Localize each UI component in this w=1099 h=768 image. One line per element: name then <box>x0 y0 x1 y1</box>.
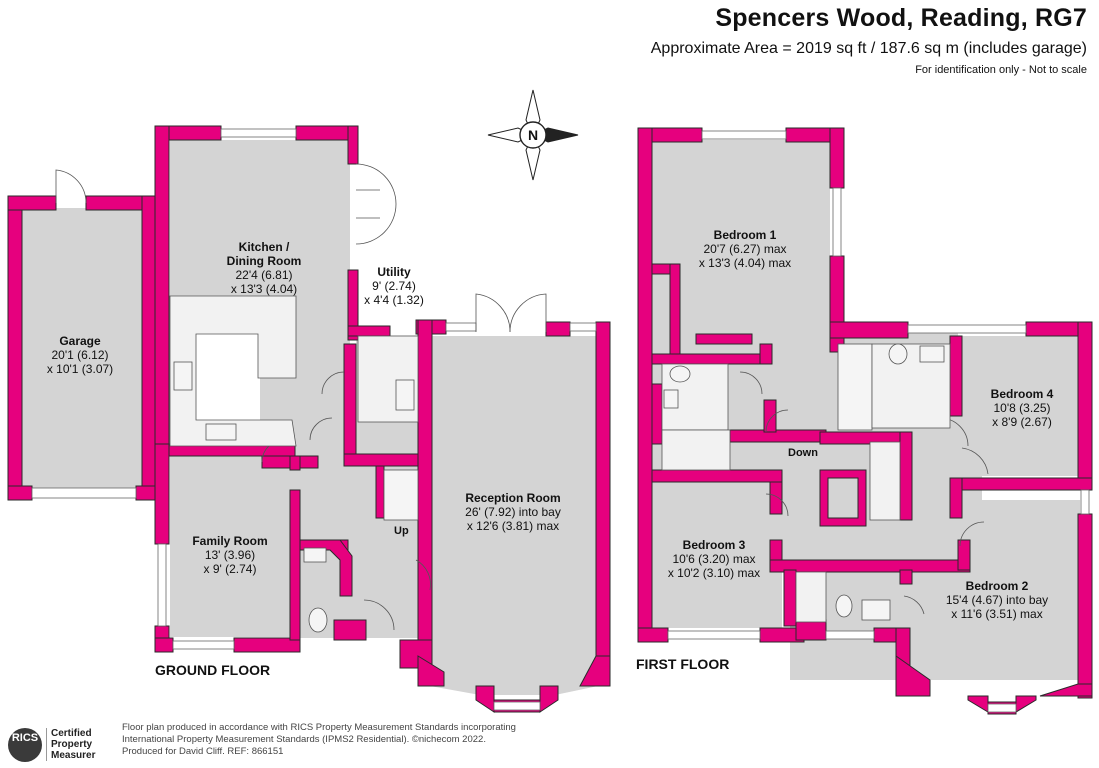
room-label-reception: Reception Room 26' (7.92) into bay x 12'… <box>465 491 561 533</box>
reception-dim2: x 12'6 (3.81) max <box>467 519 559 533</box>
reception-name: Reception Room <box>465 491 560 505</box>
rics-logo: RICS <box>8 728 42 762</box>
bed2-dim1: 15'4 (4.67) into bay <box>946 593 1048 607</box>
garage-name: Garage <box>59 334 101 348</box>
footer-line-3: Produced for David Cliff. REF: 866151 <box>122 746 284 757</box>
ground-floor-windows <box>31 128 597 711</box>
footer-line-1: Floor plan produced in accordance with R… <box>122 722 516 733</box>
bed3-dim2: x 10'2 (3.10) max <box>668 566 760 580</box>
first-floor-fill <box>652 140 1080 680</box>
ground-floor-doors <box>55 163 547 631</box>
bed4-dim2: x 8'9 (2.67) <box>992 415 1052 429</box>
compass-north-letter: N <box>528 127 538 143</box>
kitchen-dim2: x 13'3 (4.04) <box>231 282 297 296</box>
family-name: Family Room <box>192 534 267 548</box>
first-floor-label: FIRST FLOOR <box>636 656 730 672</box>
ground-floor-label: GROUND FLOOR <box>155 662 271 678</box>
stairs-up-label: Up <box>394 525 409 537</box>
kitchen-name-2: Dining Room <box>227 254 302 268</box>
ground-floor-walls <box>7 125 611 713</box>
rics-badge: RICS Certified Property Measurer <box>8 728 108 762</box>
room-label-garage: Garage 20'1 (6.12) x 10'1 (3.07) <box>47 334 113 376</box>
bed1-dim1: 20'7 (6.27) max <box>704 242 787 256</box>
ground-floor-plan <box>7 125 611 713</box>
first-floor-plan <box>637 127 1093 715</box>
bed1-dim2: x 13'3 (4.04) max <box>699 256 791 270</box>
room-label-family: Family Room 13' (3.96) x 9' (2.74) <box>192 534 267 576</box>
rics-logo-text: RICS <box>11 732 39 744</box>
bed2-name: Bedroom 2 <box>966 579 1029 593</box>
bed2-dim2: x 11'6 (3.51) max <box>951 607 1042 621</box>
room-label-utility: Utility 9' (2.74) x 4'4 (1.32) <box>364 265 424 307</box>
bed4-name: Bedroom 4 <box>991 387 1054 401</box>
ground-floor-fixtures <box>169 295 419 633</box>
utility-dim1: 9' (2.74) <box>372 279 416 293</box>
room-label-bedroom-1: Bedroom 1 20'7 (6.27) max x 13'3 (4.04) … <box>699 228 791 270</box>
badge-line-2: Property <box>51 739 93 750</box>
footer-line-2: International Property Measurement Stand… <box>122 734 486 745</box>
footer: RICS Certified Property Measurer Floor p… <box>0 720 1099 768</box>
bed3-name: Bedroom 3 <box>683 538 746 552</box>
ground-floor-fill <box>22 140 598 695</box>
first-floor-fixtures <box>661 343 951 623</box>
stairs-down-label: Down <box>788 447 818 459</box>
room-label-kitchen: Kitchen / Dining Room 22'4 (6.81) x 13'3… <box>227 240 302 296</box>
bed4-dim1: 10'8 (3.25) <box>994 401 1051 415</box>
compass-rose: N <box>487 89 579 181</box>
scale-note: For identification only - Not to scale <box>915 64 1087 76</box>
kitchen-dim1: 22'4 (6.81) <box>236 268 293 282</box>
badge-line-1: Certified <box>51 728 92 739</box>
first-floor-walls <box>637 127 1093 715</box>
area-summary: Approximate Area = 2019 sq ft / 187.6 sq… <box>650 40 1087 57</box>
footer-disclaimer: Floor plan produced in accordance with R… <box>122 722 542 758</box>
room-label-bedroom-3: Bedroom 3 10'6 (3.20) max x 10'2 (3.10) … <box>668 538 760 580</box>
rics-badge-text: Certified Property Measurer <box>46 728 121 761</box>
garage-dim1: 20'1 (6.12) <box>52 348 109 362</box>
family-dim2: x 9' (2.74) <box>204 562 257 576</box>
first-floor-windows <box>667 130 1090 713</box>
reception-dim1: 26' (7.92) into bay <box>465 505 561 519</box>
garage-dim2: x 10'1 (3.07) <box>47 362 113 376</box>
utility-name: Utility <box>377 265 411 279</box>
kitchen-name-1: Kitchen / <box>239 240 290 254</box>
property-title: Spencers Wood, Reading, RG7 <box>715 4 1087 32</box>
bed1-name: Bedroom 1 <box>714 228 777 242</box>
room-label-bedroom-4: Bedroom 4 10'8 (3.25) x 8'9 (2.67) <box>991 387 1054 429</box>
bed3-dim1: 10'6 (3.20) max <box>673 552 756 566</box>
utility-dim2: x 4'4 (1.32) <box>364 293 424 307</box>
badge-line-3: Measurer <box>51 750 96 761</box>
room-label-bedroom-2: Bedroom 2 15'4 (4.67) into bay x 11'6 (3… <box>946 579 1048 621</box>
family-dim1: 13' (3.96) <box>205 548 255 562</box>
